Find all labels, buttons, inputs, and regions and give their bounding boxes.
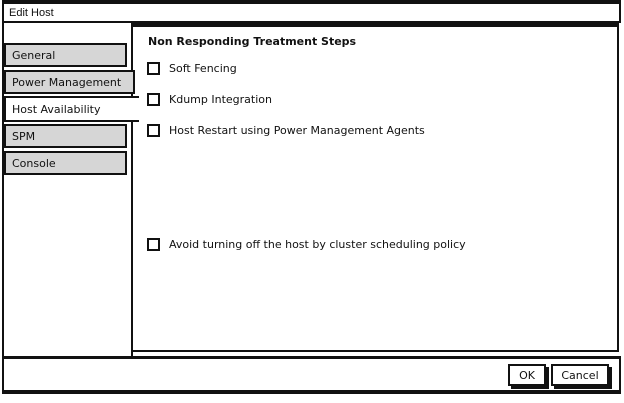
checkbox-row-soft-fencing[interactable]: Soft Fencing [147,61,237,75]
section-heading: Non Responding Treatment Steps [148,35,357,48]
dialog-title: Edit Host [9,6,54,19]
cancel-button[interactable]: Cancel [551,364,609,386]
tab-general[interactable]: General [4,43,127,67]
title-bar: Edit Host [2,0,621,23]
tab-power-management[interactable]: Power Management [4,70,135,94]
checkbox-label: Kdump Integration [169,92,272,106]
checkbox-icon[interactable] [147,237,160,251]
checkbox-label: Soft Fencing [169,61,237,75]
tab-label: General [12,48,56,62]
tab-label: Host Availability [12,102,101,116]
tab-host-availability[interactable]: Host Availability [4,96,139,122]
tab-spm[interactable]: SPM [4,124,127,148]
ok-button[interactable]: OK [508,364,546,386]
checkbox-label: Host Restart using Power Management Agen… [169,123,425,137]
tab-console[interactable]: Console [4,151,127,175]
tab-content-panel [133,23,619,352]
tab-label: Power Management [12,75,122,89]
tab-label: SPM [12,129,36,143]
checkbox-label: Avoid turning off the host by cluster sc… [169,237,466,251]
checkbox-icon[interactable] [147,92,160,106]
checkbox-icon[interactable] [147,123,160,137]
checkbox-icon[interactable] [147,61,160,75]
tab-label: Console [12,156,56,170]
checkbox-row-host-restart[interactable]: Host Restart using Power Management Agen… [147,123,425,137]
checkbox-row-kdump-integration[interactable]: Kdump Integration [147,92,272,106]
checkbox-row-avoid-turning-off[interactable]: Avoid turning off the host by cluster sc… [147,237,466,251]
